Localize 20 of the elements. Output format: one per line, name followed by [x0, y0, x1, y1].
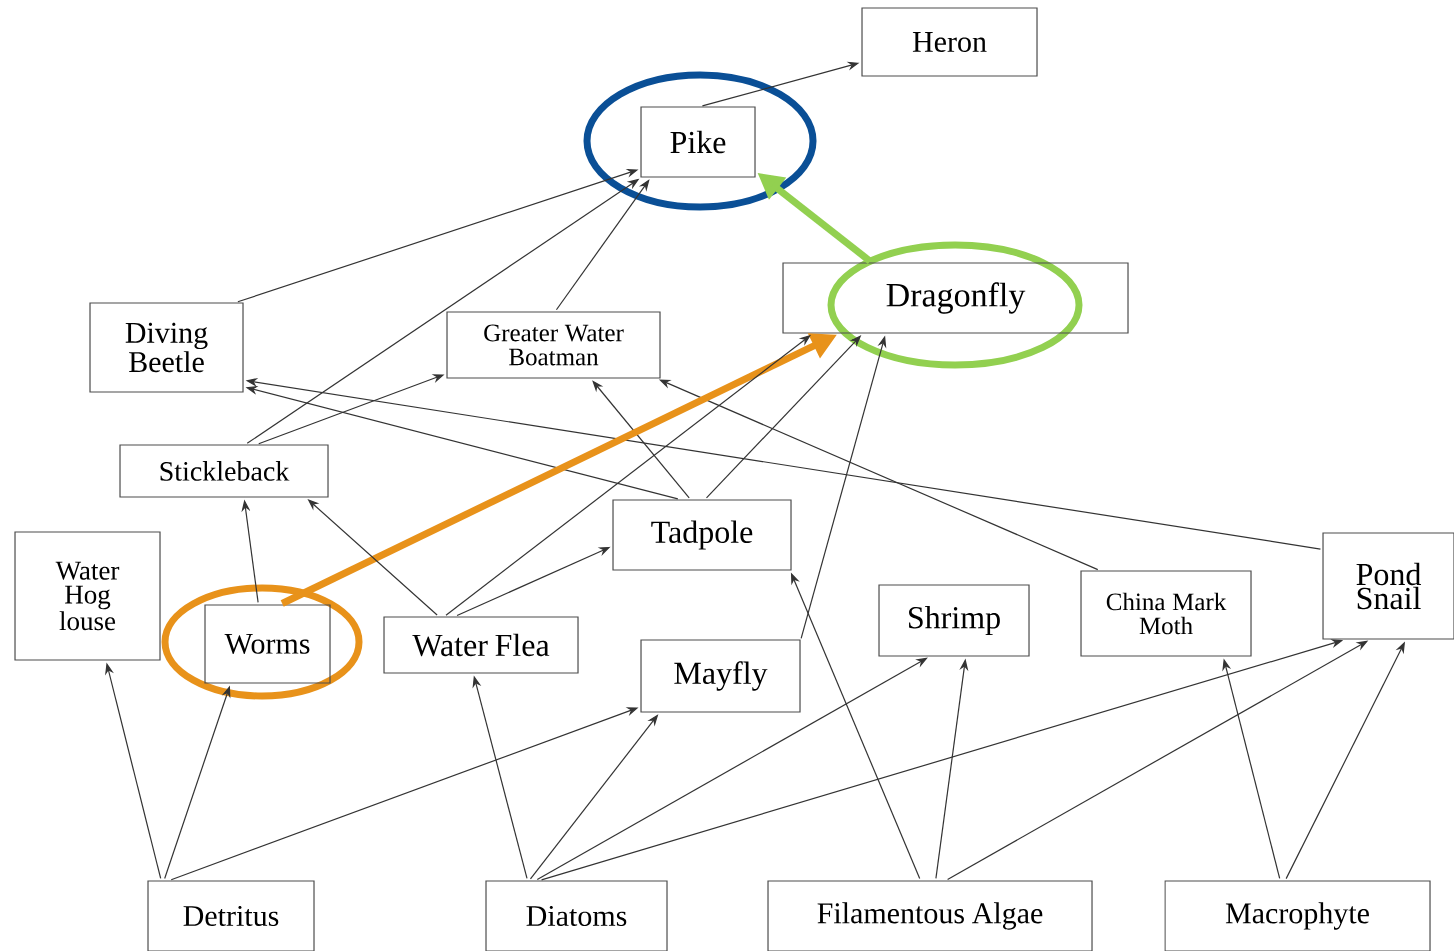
species-box: Dragonfly — [782, 262, 1129, 334]
species-box: Stickleback — [119, 444, 329, 498]
species-box: Detritus — [147, 880, 315, 951]
species-box: Tadpole — [612, 499, 792, 571]
species-box: Greater Water Boatman — [446, 311, 661, 379]
species-box: Water Flea — [383, 616, 579, 674]
species-box: Filamentous Algae — [767, 880, 1093, 951]
arrow — [536, 657, 928, 880]
species-box: Shrimp — [878, 584, 1030, 657]
species-box: Diatoms — [485, 880, 668, 951]
species-box: Diving Beetle — [89, 302, 244, 393]
species-box: Mayfly — [640, 639, 801, 713]
species-box: Worms — [204, 604, 331, 684]
species-box: Pond Snail — [1322, 532, 1454, 640]
species-box: Water Hog louse — [14, 531, 161, 661]
arrow — [592, 380, 690, 499]
species-box: Heron — [861, 7, 1038, 77]
species-box: Macrophyte — [1164, 880, 1431, 951]
species-box: China Mark Moth — [1080, 570, 1252, 657]
species-box: Pike — [640, 106, 756, 178]
